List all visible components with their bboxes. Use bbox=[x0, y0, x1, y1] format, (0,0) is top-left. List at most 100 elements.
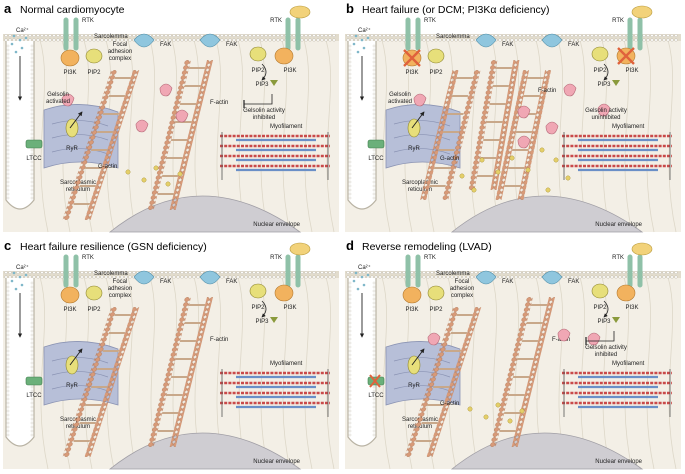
cytoskeleton-line bbox=[381, 276, 391, 470]
lipid-head bbox=[30, 72, 34, 76]
lipid-head bbox=[466, 271, 470, 275]
cytoskeleton-line bbox=[39, 276, 49, 470]
lipid-head bbox=[372, 361, 376, 365]
lipid-head bbox=[394, 271, 398, 275]
lipid-head bbox=[538, 271, 542, 275]
lipid-head bbox=[84, 34, 88, 38]
lipid-head bbox=[30, 172, 34, 176]
lipid-head bbox=[96, 38, 100, 42]
lipid-head bbox=[348, 120, 352, 124]
lipid-head bbox=[30, 325, 34, 329]
lipid-head bbox=[348, 104, 352, 108]
lipid-head bbox=[192, 275, 196, 279]
lipid-head bbox=[372, 108, 376, 112]
lipid-head bbox=[160, 271, 164, 275]
lipid-head bbox=[372, 116, 376, 120]
lipid-head bbox=[112, 275, 116, 279]
lipid-head bbox=[348, 188, 352, 192]
lipid-head bbox=[30, 44, 34, 48]
lipid-head bbox=[348, 425, 352, 429]
lipid-head bbox=[6, 345, 10, 349]
lipid-head bbox=[670, 34, 674, 38]
lipid-head bbox=[670, 271, 674, 275]
lipid-head bbox=[30, 345, 34, 349]
lipid-head bbox=[200, 34, 204, 38]
lipid-head bbox=[586, 34, 590, 38]
fak-left-label: FAK bbox=[502, 279, 513, 285]
lipid-head bbox=[386, 275, 390, 279]
lipid-head bbox=[674, 271, 678, 275]
lipid-head bbox=[348, 293, 352, 297]
t-tubule bbox=[347, 278, 377, 447]
lipid-head bbox=[30, 184, 34, 188]
lipid-head bbox=[108, 38, 112, 42]
lipid-head bbox=[180, 271, 184, 275]
lipid-head bbox=[442, 38, 446, 42]
lipid-head bbox=[674, 275, 678, 279]
lipid-head bbox=[454, 34, 458, 38]
lipid-head bbox=[6, 409, 10, 413]
lipid-head bbox=[6, 196, 10, 200]
lipid-head bbox=[562, 34, 566, 38]
lipid-head bbox=[56, 275, 60, 279]
lipid-head bbox=[280, 38, 284, 42]
lipid-head bbox=[256, 271, 260, 275]
lipid-head bbox=[574, 34, 578, 38]
lipid-head bbox=[116, 271, 120, 275]
lipid-head bbox=[192, 271, 196, 275]
lipid-head bbox=[372, 425, 376, 429]
lipid-head bbox=[658, 275, 662, 279]
lipid-head bbox=[350, 34, 354, 38]
lipid-head bbox=[598, 271, 602, 275]
lipid-head bbox=[6, 92, 10, 96]
f-actin-strand bbox=[62, 307, 118, 457]
lipid-head bbox=[606, 275, 610, 279]
f-actin-strand bbox=[468, 60, 498, 190]
lipid-head bbox=[566, 275, 570, 279]
lipid-head bbox=[268, 34, 272, 38]
lipid-head bbox=[590, 271, 594, 275]
lipid-head bbox=[358, 34, 362, 38]
lipid-head bbox=[374, 38, 378, 42]
lipid-head bbox=[622, 275, 626, 279]
calcium-ion bbox=[12, 34, 16, 38]
g-actin-monomer bbox=[483, 414, 489, 420]
lipid-head bbox=[518, 271, 522, 275]
lipid-head bbox=[470, 38, 474, 42]
lipid-head bbox=[386, 271, 390, 275]
lipid-head bbox=[410, 275, 414, 279]
lipid-head bbox=[60, 34, 64, 38]
lipid-head bbox=[372, 349, 376, 353]
lipid-head bbox=[30, 385, 34, 389]
lipid-head bbox=[30, 317, 34, 321]
lipid-head bbox=[28, 271, 32, 275]
lipid-head bbox=[350, 271, 354, 275]
lipid-head bbox=[236, 38, 240, 42]
lipid-head bbox=[434, 38, 438, 42]
lipid-head bbox=[44, 34, 48, 38]
lipid-head bbox=[30, 84, 34, 88]
lipid-head bbox=[574, 275, 578, 279]
lipid-head bbox=[372, 313, 376, 317]
lipid-head bbox=[346, 34, 350, 38]
pip3-label: PIP3 bbox=[255, 319, 269, 325]
lipid-head bbox=[32, 275, 36, 279]
lipid-head bbox=[264, 275, 268, 279]
lipid-head bbox=[30, 160, 34, 164]
lipid-head bbox=[348, 68, 352, 72]
g-actin-monomer bbox=[565, 175, 571, 181]
lipid-head bbox=[30, 168, 34, 172]
lipid-head bbox=[272, 275, 276, 279]
lipid-head bbox=[582, 38, 586, 42]
g-actin-monomer bbox=[495, 169, 501, 175]
lipid-head bbox=[670, 275, 674, 279]
pip3-marker bbox=[270, 80, 278, 86]
lipid-head bbox=[240, 34, 244, 38]
lipid-head bbox=[56, 271, 60, 275]
lipid-head bbox=[6, 116, 10, 120]
lipid-head bbox=[8, 38, 12, 42]
